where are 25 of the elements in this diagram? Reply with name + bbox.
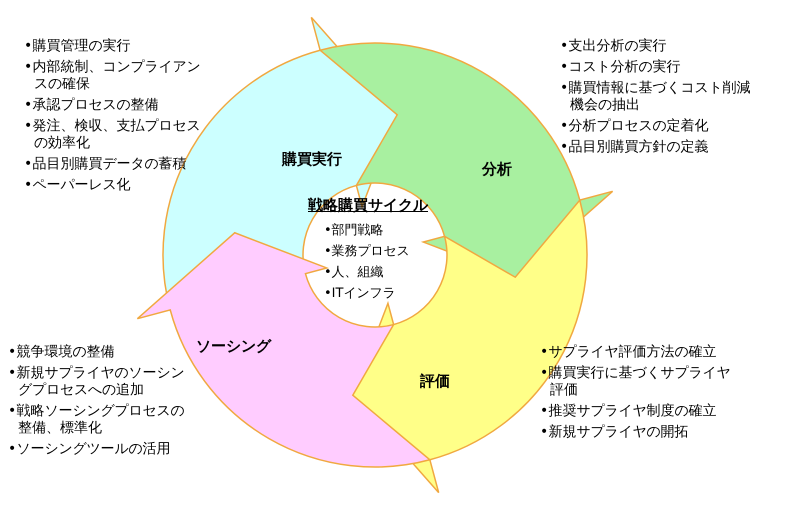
stage-label: 分析 bbox=[482, 160, 512, 179]
bullet-item: •内部統制、コンプライアンスの確保 bbox=[24, 59, 202, 93]
bullet-item: •ソーシングツールの活用 bbox=[8, 441, 172, 458]
stage-label: ソーシング bbox=[196, 337, 271, 356]
bullet-item: •部門戦略 bbox=[324, 222, 384, 239]
bullet-item: •戦略ソーシングプロセスの整備、標準化 bbox=[8, 403, 186, 437]
bullet-item: •購買管理の実行 bbox=[24, 38, 132, 55]
bullet-item: •競争環境の整備 bbox=[8, 344, 116, 361]
stage-label: 評価 bbox=[420, 372, 450, 391]
bullet-item: •新規サプライヤの開拓 bbox=[540, 424, 690, 441]
bullet-item: •分析プロセスの定着化 bbox=[560, 118, 710, 135]
cycle-title: 戦略購買サイクル bbox=[308, 196, 428, 215]
bullet-item: •承認プロセスの整備 bbox=[24, 97, 160, 114]
bullet-item: •人、組織 bbox=[324, 264, 384, 281]
bullet-item: •推奨サプライヤ制度の確立 bbox=[540, 403, 718, 420]
bullet-item: •新規サプライヤのソーシングプロセスへの追加 bbox=[8, 365, 186, 399]
bullet-item: •発注、検収、支払プロセスの効率化 bbox=[24, 118, 202, 152]
bullet-item: •品目別購買方針の定義 bbox=[560, 139, 710, 156]
bullet-item: •購買情報に基づくコスト削減機会の抽出 bbox=[560, 80, 752, 114]
bullet-item: •業務プロセス bbox=[324, 243, 410, 260]
bullet-item: •コスト分析の実行 bbox=[560, 59, 682, 76]
bullet-item: •ペーパーレス化 bbox=[24, 177, 132, 194]
bullet-item: •ITインフラ bbox=[324, 285, 396, 302]
bullet-item: •支出分析の実行 bbox=[560, 38, 668, 55]
stage-label: 購買実行 bbox=[282, 150, 342, 169]
